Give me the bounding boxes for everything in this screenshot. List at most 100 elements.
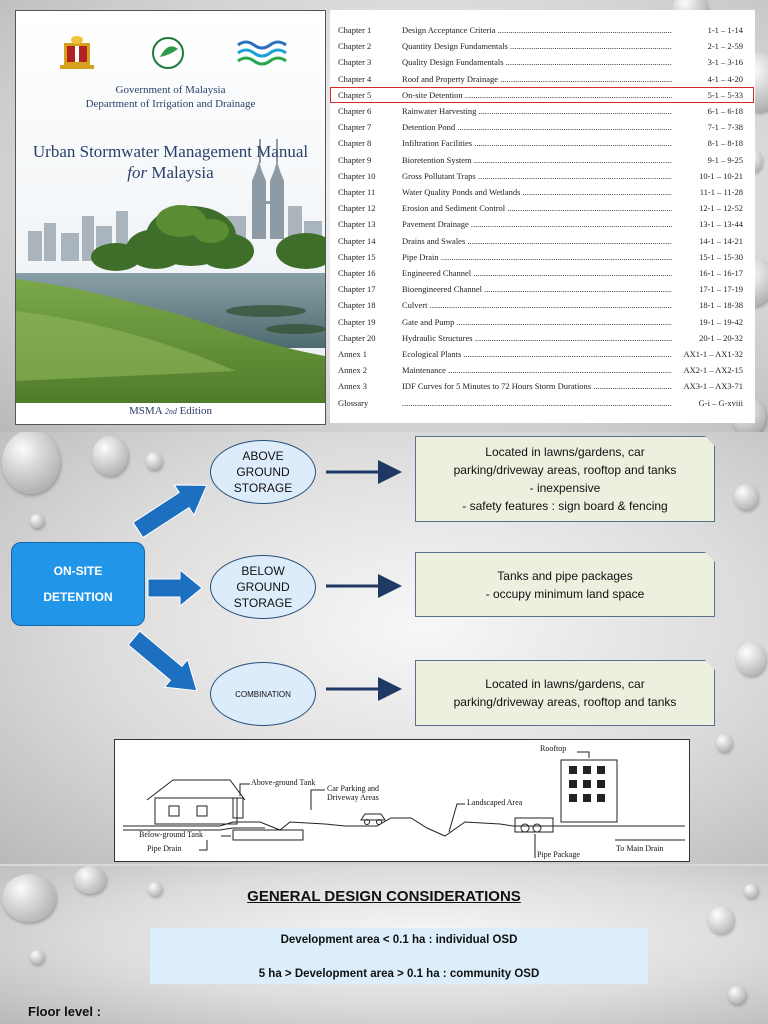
toc-pages: 6-1 – 6-18 — [704, 106, 743, 116]
toc-pages: 2-1 – 2-59 — [704, 41, 743, 52]
nre-logo — [152, 37, 184, 69]
water-droplet — [2, 432, 60, 494]
toc-row: Chapter 6 Rainwater Harvesting 6-1 – 6-18 — [338, 103, 743, 119]
toc-pages: 8-1 – 8-18 — [704, 138, 743, 149]
toc-chapter: Annex 2 — [338, 365, 368, 376]
cover-artwork — [16, 11, 325, 424]
edition-prefix: MSMA — [129, 405, 163, 417]
toc-pages: 20-1 – 20-32 — [696, 332, 743, 343]
cover-edition: MSMA 2nd Edition — [16, 405, 325, 417]
combination-bubble: COMBINATION — [210, 662, 316, 726]
toc-chapter: Chapter 6 — [338, 106, 372, 116]
toc-row: Chapter 10 Gross Pollutant Traps 10-1 – 10… — [338, 168, 743, 184]
combo-note-line: parking/driveway areas, rooftop and tank… — [453, 695, 677, 709]
did-logo — [237, 40, 287, 66]
above-note-line: Located in lawns/gardens, car — [485, 445, 645, 459]
slide-general-design: GENERAL DESIGN CONSIDERATIONS Developmen… — [0, 866, 768, 1024]
below-l2: GROUND — [236, 580, 290, 594]
toc-pages: 18-1 – 18-38 — [696, 300, 743, 311]
toc-chapter: Chapter 1 — [338, 25, 372, 35]
slide-cover-and-contents: Government of Malaysia Department of Irr… — [0, 0, 768, 432]
toc-title: Gate and Pump — [402, 317, 672, 327]
detention-label: DETENTION — [43, 590, 113, 604]
toc-pages: 13-1 – 13-44 — [696, 219, 743, 230]
toc-chapter: Chapter 5 — [338, 89, 372, 100]
label-pipe-drain: Pipe Drain — [147, 844, 182, 853]
toc-pages: 10-1 – 10-21 — [696, 170, 743, 181]
combo-note-line: Located in lawns/gardens, car — [485, 677, 645, 691]
label-car-parking-l1: Car Parking and — [327, 784, 379, 793]
toc-title: On-site Detention — [402, 90, 672, 100]
toc-title: Pipe Drain — [402, 252, 672, 262]
cover-org-line2: Department of Irrigation and Drainage — [85, 98, 256, 110]
toc-title: Erosion and Sediment Control — [402, 203, 672, 213]
toc-chapter: Chapter 19 — [338, 316, 376, 327]
toc-highlight-box — [330, 86, 754, 103]
above-note-line: - safety features : sign board & fencing — [462, 499, 668, 513]
label-landscaped-area: Landscaped Area — [467, 798, 523, 807]
arrow-to-combination — [127, 630, 198, 692]
above-note-line: parking/driveway areas, rooftop and tank… — [453, 463, 677, 477]
above-ground-note: Located in lawns/gardens, car parking/dr… — [415, 436, 715, 522]
cover-title: Urban Stormwater Management Manual for M… — [16, 141, 325, 183]
water-droplet — [736, 642, 766, 676]
water-droplet — [716, 734, 732, 752]
toc-row: GlossaryG-i – G-xviii — [338, 395, 743, 411]
toc-chapter: Chapter 17 — [338, 284, 376, 295]
toc-title: Bioretention System — [402, 155, 672, 165]
toc-pages: AX1-1 – AX1-32 — [680, 349, 743, 359]
toc-chapter: Chapter 13 — [338, 219, 376, 230]
toc-title: Rainwater Harvesting — [402, 106, 672, 116]
toc-row: Chapter 5 On-site Detention 5-1 – 5-33 — [330, 86, 754, 103]
water-droplet — [148, 882, 162, 896]
toc-pages: 12-1 – 12-52 — [696, 203, 743, 214]
water-droplet — [74, 866, 106, 894]
toc-pages: 5-1 – 5-33 — [704, 89, 743, 100]
toc-title — [402, 398, 672, 408]
criteria-community: 5 ha > Development area > 0.1 ha : commu… — [258, 968, 540, 980]
toc-row: Chapter 18Culvert18-1 – 18-38 — [338, 297, 743, 313]
toc-title: Quality Design Fundamentals — [402, 57, 672, 67]
above-ground-storage-bubble: ABOVE GROUND STORAGE — [210, 440, 316, 504]
malaysia-coat-of-arms — [60, 36, 94, 69]
toc-title: Gross Pollutant Traps — [402, 171, 672, 181]
water-droplet — [146, 452, 162, 470]
toc-title: Culvert — [402, 300, 672, 310]
toc-pages: 7-1 – 7-38 — [704, 122, 743, 133]
combination-label: COMBINATION — [235, 689, 291, 699]
toc-title: Water Quality Ponds and Wetlands — [402, 187, 672, 197]
floor-level-label: Floor level : — [28, 1004, 101, 1019]
toc-pages: 4-1 – 4-20 — [704, 73, 743, 84]
toc-title: Design Acceptance Criteria — [402, 25, 672, 35]
below-note-line: Tanks and pipe packages — [497, 568, 633, 583]
label-car-parking: Car Parking and Driveway Areas — [327, 784, 379, 802]
toc-chapter: Chapter 10 — [338, 170, 376, 181]
label-pipe-package: Pipe Package — [537, 850, 580, 859]
water-droplet — [92, 436, 128, 476]
toc-pages: 14-1 – 14-21 — [696, 235, 743, 246]
toc-chapter: Chapter 4 — [338, 73, 372, 84]
toc-chapter: Glossary — [338, 397, 369, 408]
criteria-individual: Development area < 0.1 ha : individual O… — [280, 934, 518, 946]
cover-title-country: Malaysia — [151, 163, 214, 182]
toc-chapter: Chapter 3 — [338, 57, 372, 68]
combination-note: Located in lawns/gardens, car parking/dr… — [415, 660, 715, 726]
cover-title-for: for — [127, 163, 148, 182]
toc-title: Detention Pond — [402, 122, 672, 132]
toc-chapter: Chapter 12 — [338, 203, 376, 214]
toc-pages: AX2-1 – AX2-15 — [680, 365, 743, 376]
toc-row: Annex 2MaintenanceAX2-1 – AX2-15 — [338, 362, 743, 378]
toc-chapter: Chapter 14 — [338, 235, 376, 246]
toc-pages: 17-1 – 17-19 — [696, 284, 743, 295]
above-note-line: - inexpensive — [529, 481, 601, 495]
